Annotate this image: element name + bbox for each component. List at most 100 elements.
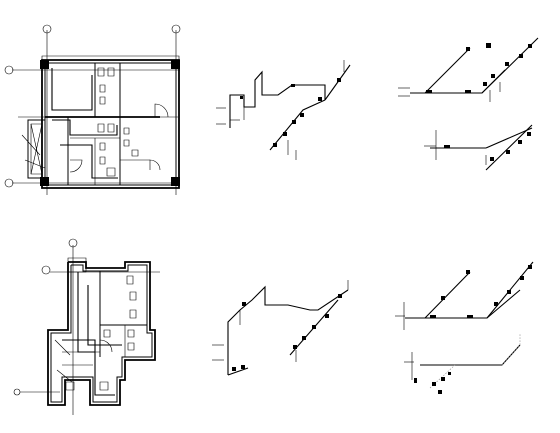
valve xyxy=(441,296,445,300)
wc-fixture xyxy=(100,157,105,164)
valve xyxy=(528,265,532,269)
valve xyxy=(507,290,511,294)
basin-fixture xyxy=(66,382,74,390)
valve xyxy=(491,74,495,78)
valve xyxy=(232,367,236,371)
wc-fixture xyxy=(128,343,134,350)
column xyxy=(40,177,49,186)
water-pipe xyxy=(88,285,122,345)
valve xyxy=(494,302,498,306)
valve xyxy=(444,145,450,148)
pipe-shaft xyxy=(68,258,86,272)
dimension-line xyxy=(22,135,40,155)
isometric-riser-1 xyxy=(216,60,350,160)
valve xyxy=(291,84,295,87)
pipe-shaft xyxy=(28,120,45,178)
branch-pipe xyxy=(425,272,470,318)
basin-fixture xyxy=(107,168,115,176)
branch-pipe-hidden xyxy=(502,333,520,365)
valve xyxy=(466,270,470,274)
column xyxy=(171,177,180,186)
roof-edge xyxy=(42,56,179,60)
wc-fixture xyxy=(127,276,133,284)
valve xyxy=(318,97,322,101)
branch-pipe xyxy=(325,65,350,100)
wc-fixture xyxy=(108,68,114,76)
valve xyxy=(486,43,491,48)
valve xyxy=(527,132,531,136)
branch-pipe xyxy=(228,368,248,375)
valve xyxy=(302,336,306,340)
valve xyxy=(483,82,487,86)
valve xyxy=(438,390,442,394)
riser-pipe xyxy=(230,72,325,128)
drain-pipe xyxy=(62,340,115,395)
valve xyxy=(300,113,304,117)
water-pipe xyxy=(52,120,117,135)
grid-bubble xyxy=(42,266,50,274)
valve xyxy=(240,96,243,99)
water-pipe xyxy=(78,272,95,352)
valve xyxy=(426,90,432,93)
wc-fixture xyxy=(130,292,136,300)
grid-bubble-small xyxy=(14,389,20,395)
shaft-hatch xyxy=(31,124,42,174)
branch-pipe xyxy=(425,48,470,93)
valve xyxy=(490,157,494,161)
wc-fixture xyxy=(98,68,104,76)
isometric-riser-3 xyxy=(212,280,348,375)
basin-fixture xyxy=(132,150,138,156)
valve xyxy=(528,44,532,48)
dimension-line xyxy=(55,340,70,355)
riser-pipe xyxy=(228,287,348,375)
column xyxy=(171,60,180,69)
valve xyxy=(273,143,277,147)
valve xyxy=(293,345,297,349)
branch-pipe xyxy=(270,100,325,150)
wc-fixture xyxy=(100,85,105,92)
basin-fixture xyxy=(100,382,108,390)
valve xyxy=(432,382,436,386)
grid-bubble xyxy=(5,66,13,74)
column xyxy=(40,60,49,69)
branch-pipe-hidden xyxy=(430,365,455,388)
valve xyxy=(338,294,342,298)
valve xyxy=(520,276,524,280)
isometric-riser-2 xyxy=(398,38,538,170)
isometric-riser-4 xyxy=(395,262,533,394)
urinal-fixture xyxy=(124,140,129,146)
grid-bubble xyxy=(172,25,180,33)
wc-fixture xyxy=(108,124,114,132)
branch-pipe xyxy=(486,128,532,148)
valve xyxy=(241,365,245,369)
urinal-fixture xyxy=(124,128,129,134)
wc-fixture xyxy=(104,330,110,337)
door-swing xyxy=(70,160,82,172)
dimension-line xyxy=(57,370,72,382)
exterior-wall xyxy=(48,262,155,405)
drain-pipe xyxy=(60,145,118,178)
door-swing xyxy=(155,104,168,117)
valve xyxy=(325,314,329,318)
valve xyxy=(505,62,509,66)
valve xyxy=(430,315,436,318)
valve xyxy=(414,378,417,383)
valve xyxy=(519,54,523,58)
wc-fixture xyxy=(98,124,104,132)
valve xyxy=(337,78,341,82)
grid-bubble xyxy=(5,179,13,187)
floor-plan-2 xyxy=(14,239,160,415)
floor-plan-1 xyxy=(5,25,180,195)
riser-pipe xyxy=(410,70,505,93)
wc-fixture xyxy=(128,330,134,337)
dimension-line xyxy=(25,160,45,168)
valve xyxy=(467,315,473,318)
valve xyxy=(283,132,287,136)
valve xyxy=(506,150,510,154)
wc-fixture xyxy=(130,310,136,318)
valve xyxy=(292,120,296,124)
riser-pipe xyxy=(405,290,520,318)
wc-fixture xyxy=(100,143,105,150)
grid-bubble xyxy=(69,239,77,247)
